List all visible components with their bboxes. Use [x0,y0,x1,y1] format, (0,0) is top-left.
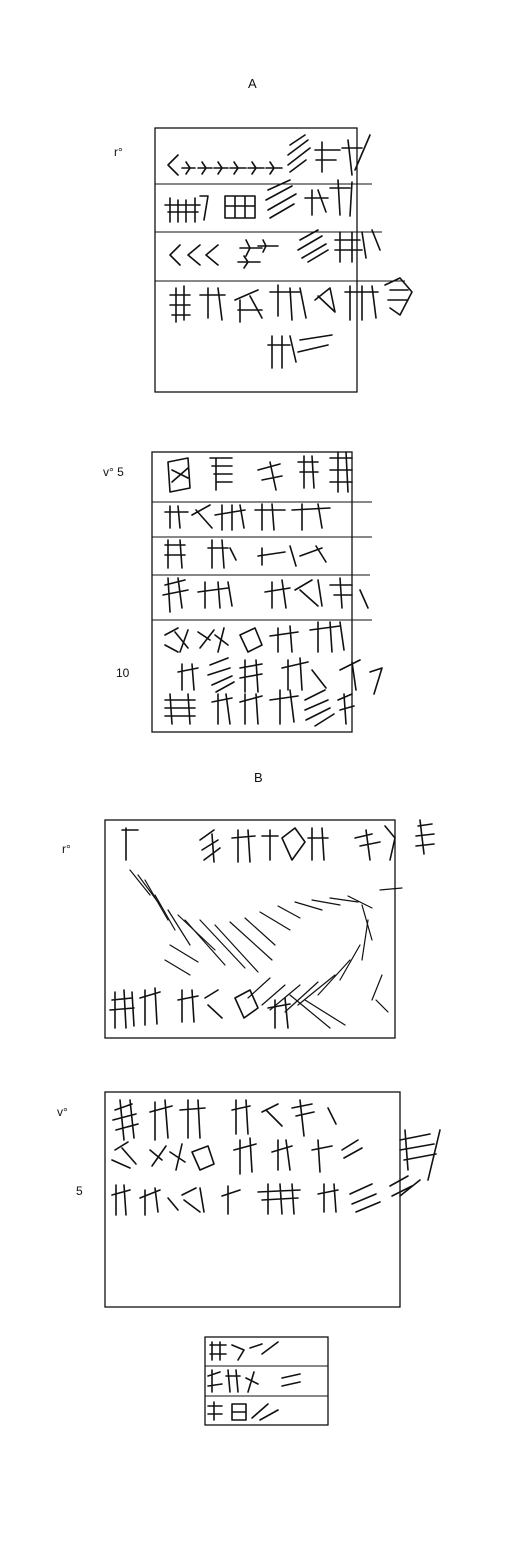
sign-line-a-v10 [177,657,383,695]
tablet-b-line-5-label: 5 [76,1184,83,1198]
sign-line-a2 [164,179,353,223]
sign-line-b-v3 [111,1175,421,1216]
tablet-a-verso [151,451,383,733]
sign-line-a-v6 [164,503,331,531]
damaged-area [129,869,403,1029]
section-a-heading: A [248,76,257,91]
sign-line-a-v7 [164,539,327,569]
sign-line-b-v1 [112,1099,337,1141]
sign-line-a3 [169,229,381,269]
section-b-heading: B [254,770,263,785]
sign-line-b1 [121,819,435,863]
sign-line-b-v2 [111,1129,441,1181]
tablet-b-verso [104,1091,441,1308]
tablet-b-recto [104,819,435,1039]
tablet-a-verso-label: v° 5 [103,465,124,479]
sign-line-b-last [109,987,291,1029]
sign-fragment-lines [207,1341,301,1421]
sign-line-a5 [267,334,333,369]
tablet-a-recto-label: r° [114,145,123,159]
sign-line-a-v9 [164,621,345,653]
sign-line-a-v5 [167,451,353,493]
tablet-b-verso-label: v° [57,1105,68,1119]
sign-line-a-v8 [162,577,369,613]
tablet-a-line-10-label: 10 [116,666,130,680]
tablet-a-recto [154,127,413,393]
sign-line-a1 [167,134,371,176]
sign-line-a4 [169,277,413,323]
sign-line-a-v11 [164,689,355,727]
tablet-b-recto-label: r° [62,842,71,856]
small-fragment [204,1336,329,1426]
